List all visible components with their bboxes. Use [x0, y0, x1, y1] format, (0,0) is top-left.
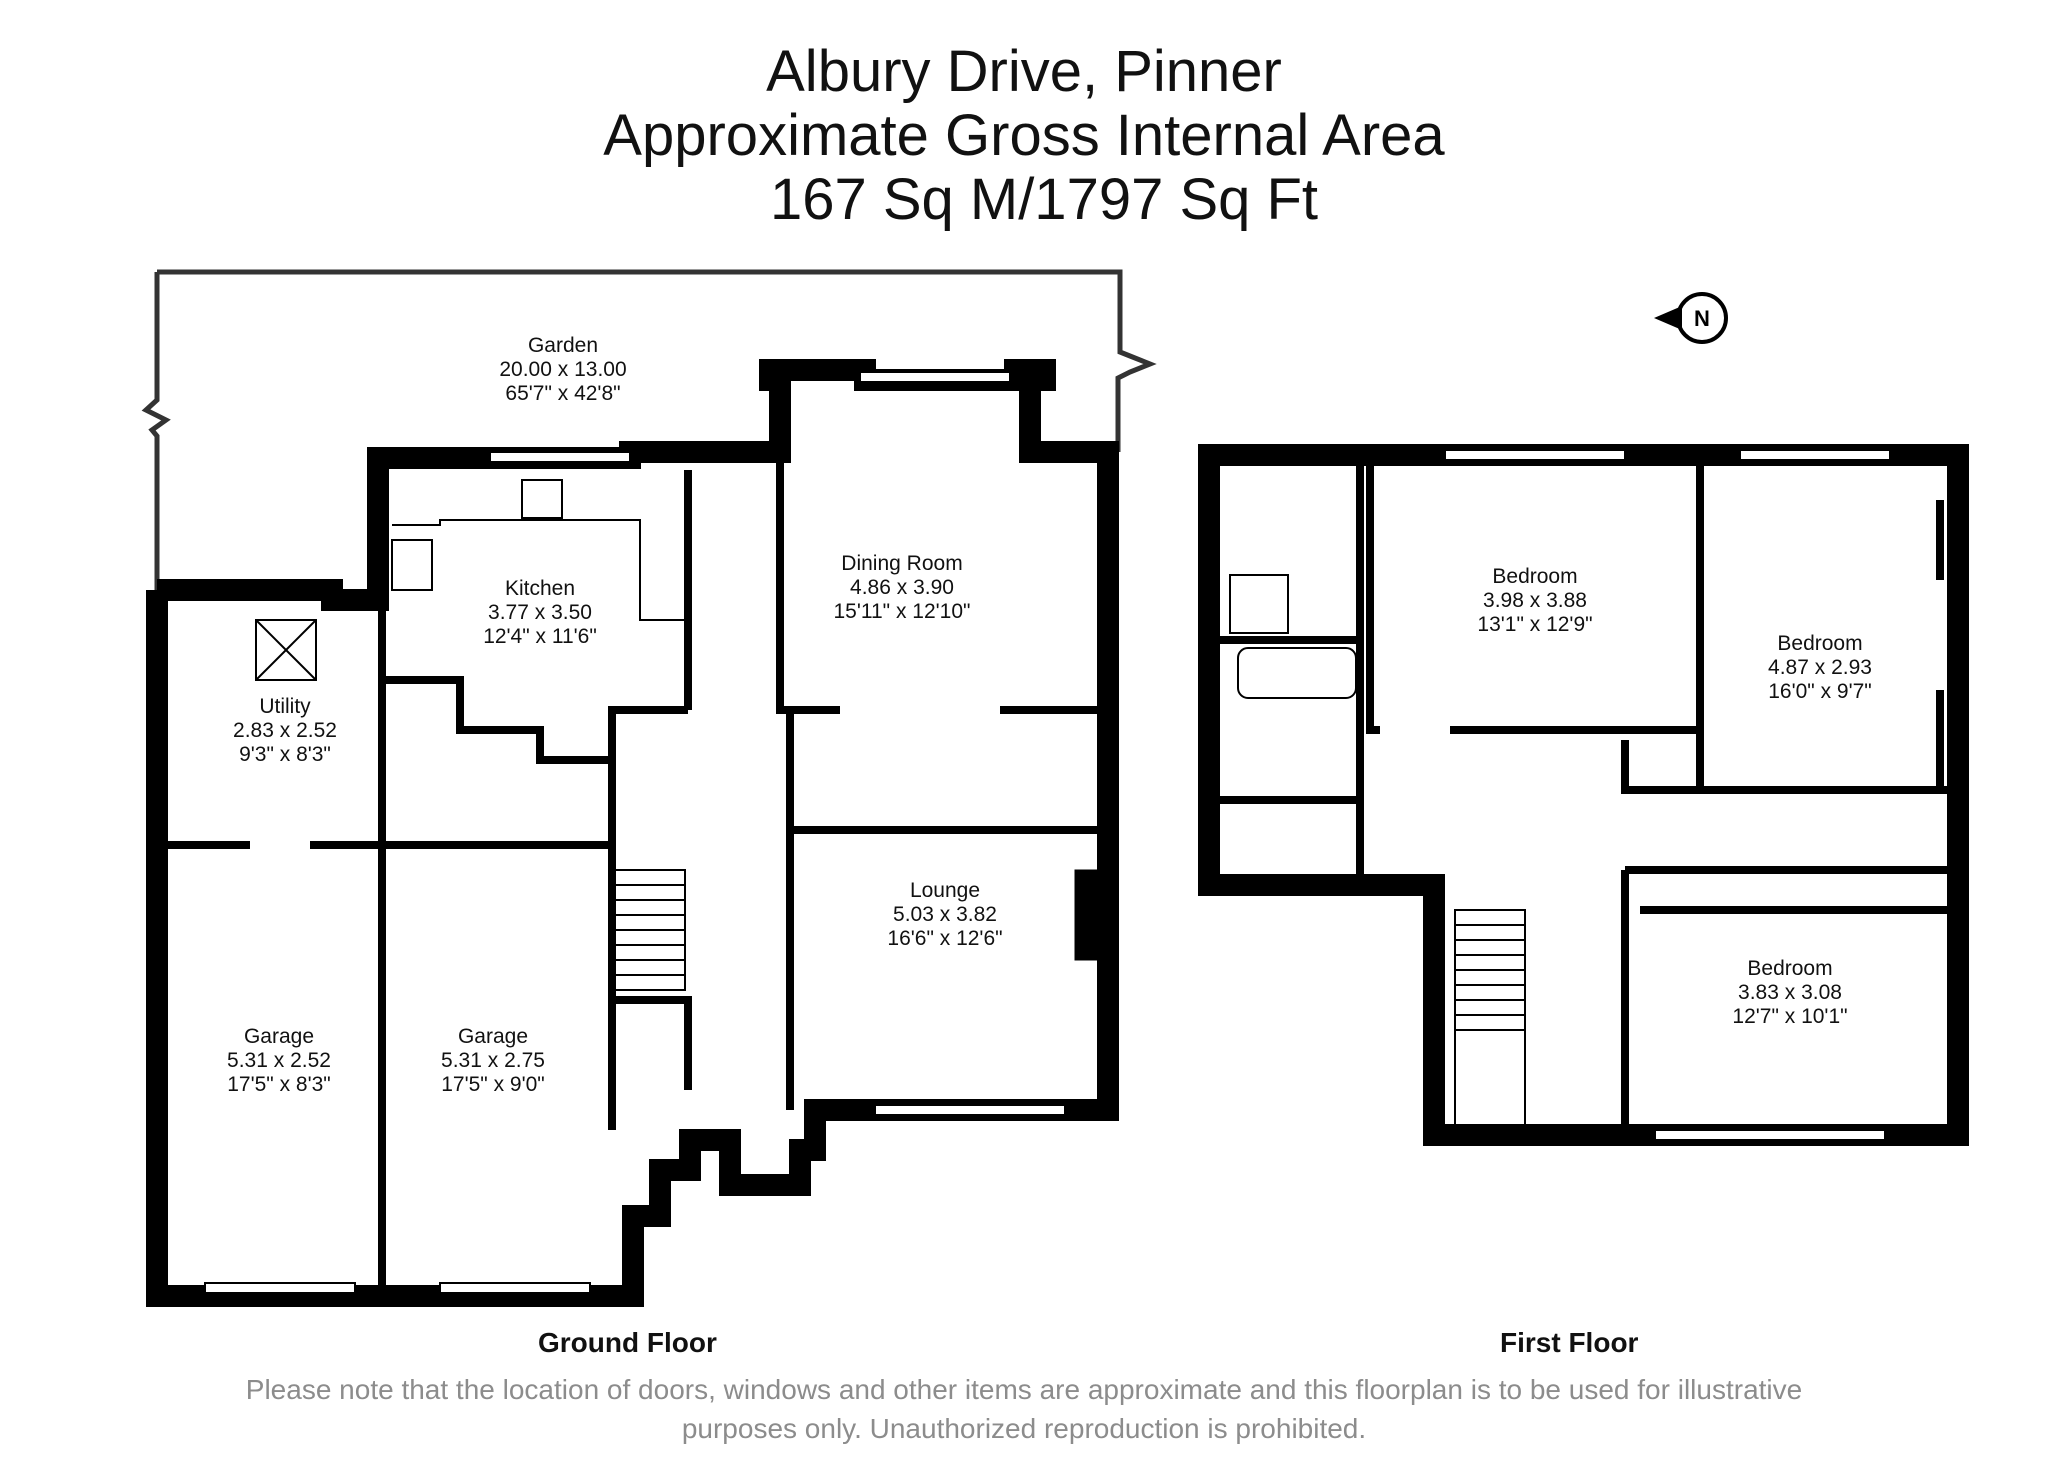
disclaimer-line-2: purposes only. Unauthorized reproduction…	[681, 1413, 1367, 1444]
area-value: 167 Sq M/1797 Sq Ft	[769, 167, 1319, 232]
svg-text:Bedroom: Bedroom	[1777, 632, 1862, 655]
north-arrow-icon: N	[1654, 292, 1728, 344]
svg-text:Garage: Garage	[458, 1025, 528, 1048]
ground-stairs	[614, 869, 686, 991]
first-stairs	[1454, 909, 1526, 1126]
svg-text:15'11" x 12'10": 15'11" x 12'10"	[834, 600, 971, 623]
svg-text:17'5" x 9'0": 17'5" x 9'0"	[441, 1073, 545, 1096]
bedroom2-window	[1739, 449, 1891, 461]
first-floor-plan	[1198, 444, 1969, 1146]
svg-text:3.98 x 3.88: 3.98 x 3.88	[1483, 589, 1587, 612]
kitchen-units	[392, 519, 685, 621]
lounge-window	[874, 1104, 1066, 1116]
svg-text:Dining Room: Dining Room	[841, 552, 962, 575]
fireplace-icon	[1074, 869, 1101, 961]
kitchen-window	[489, 451, 631, 463]
svg-text:Kitchen: Kitchen	[505, 577, 575, 600]
kitchen-sink-icon	[521, 479, 563, 519]
svg-text:5.31 x 2.52: 5.31 x 2.52	[227, 1049, 331, 1072]
svg-text:Utility: Utility	[259, 695, 311, 718]
svg-text:5.31 x 2.75: 5.31 x 2.75	[441, 1049, 545, 1072]
svg-text:2.83 x 2.52: 2.83 x 2.52	[233, 719, 337, 742]
svg-text:4.86 x 3.90: 4.86 x 3.90	[850, 576, 954, 599]
svg-text:16'0" x 9'7": 16'0" x 9'7"	[1768, 680, 1872, 703]
svg-text:3.77 x 3.50: 3.77 x 3.50	[488, 601, 592, 624]
svg-text:9'3" x 8'3": 9'3" x 8'3"	[239, 743, 331, 766]
svg-text:12'4" x 11'6": 12'4" x 11'6"	[483, 625, 597, 648]
dining-window	[859, 371, 1011, 383]
svg-text:Bedroom: Bedroom	[1747, 957, 1832, 980]
ground-interior-walls	[157, 452, 1108, 1296]
svg-text:4.87 x 2.93: 4.87 x 2.93	[1768, 656, 1872, 679]
svg-text:65'7" x 42'8": 65'7" x 42'8"	[505, 382, 620, 405]
ground-floor-label: Ground Floor	[538, 1327, 717, 1358]
title-block: Albury Drive, Pinner Approximate Gross I…	[0, 40, 2048, 232]
skylight-icon	[255, 619, 317, 681]
first-floor-label: First Floor	[1500, 1327, 1639, 1358]
bath-icon	[1237, 647, 1357, 699]
north-letter: N	[1694, 306, 1710, 331]
bedroom1-window	[1444, 449, 1626, 461]
garage-door-1	[204, 1282, 356, 1294]
garage-door-2	[439, 1282, 591, 1294]
svg-text:12'7" x 10'1": 12'7" x 10'1"	[1732, 1005, 1847, 1028]
svg-text:20.00 x 13.00: 20.00 x 13.00	[499, 358, 626, 381]
svg-text:16'6" x 12'6": 16'6" x 12'6"	[887, 927, 1002, 950]
area-heading: Approximate Gross Internal Area	[603, 103, 1445, 168]
svg-text:Bedroom: Bedroom	[1492, 565, 1577, 588]
svg-text:5.03 x 3.82: 5.03 x 3.82	[893, 903, 997, 926]
svg-text:17'5" x 8'3": 17'5" x 8'3"	[227, 1073, 331, 1096]
bedroom3-window	[1654, 1129, 1886, 1141]
first-outer-wall	[1198, 444, 1969, 1146]
disclaimer-line-1: Please note that the location of doors, …	[245, 1374, 1803, 1405]
garden-boundary	[141, 269, 1157, 590]
shower-icon	[1229, 574, 1289, 634]
disclaimer: Please note that the location of doors, …	[0, 1370, 2048, 1448]
ground-floor-plan	[141, 269, 1157, 1307]
svg-text:13'1" x 12'9": 13'1" x 12'9"	[1477, 613, 1592, 636]
svg-text:Lounge: Lounge	[910, 879, 980, 902]
hob-icon	[391, 539, 433, 591]
svg-text:Garage: Garage	[244, 1025, 314, 1048]
first-interior-walls	[1209, 460, 1958, 1135]
property-title: Albury Drive, Pinner	[766, 39, 1282, 104]
svg-text:Garden: Garden	[528, 334, 598, 357]
svg-text:3.83 x 3.08: 3.83 x 3.08	[1738, 981, 1842, 1004]
